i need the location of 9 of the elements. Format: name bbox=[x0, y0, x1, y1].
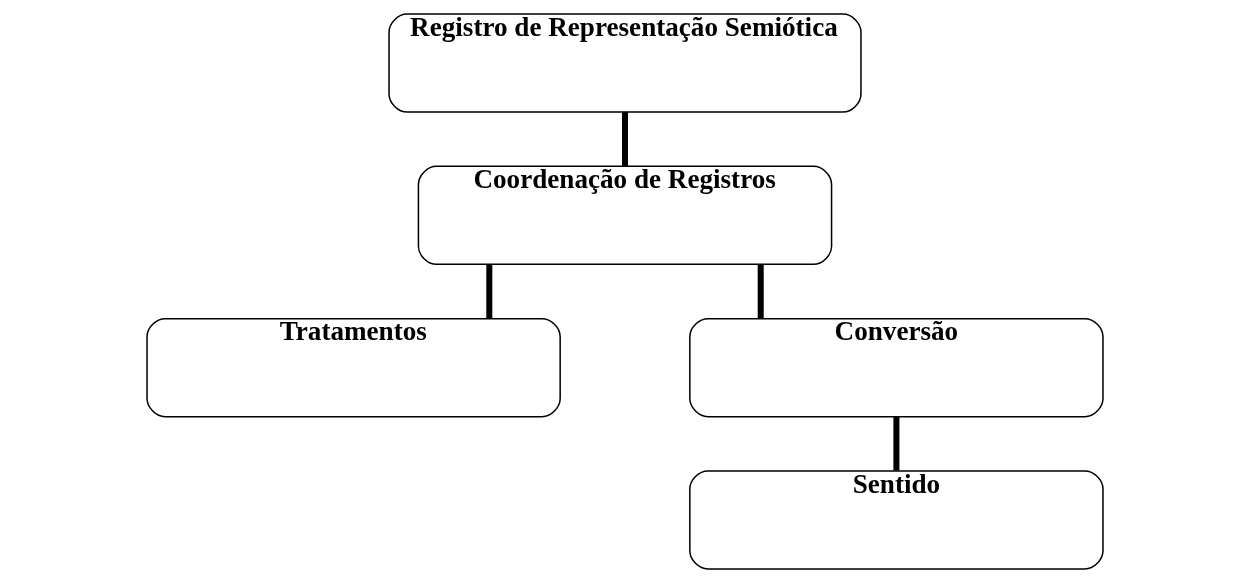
node-box: Registro de Representação Semiótica bbox=[387, 13, 862, 113]
node-box: Sentido bbox=[688, 470, 1104, 570]
connector bbox=[621, 112, 628, 166]
connector bbox=[485, 264, 492, 319]
node-box: Conversão bbox=[688, 317, 1104, 418]
connector bbox=[892, 416, 899, 471]
node-box: Coordenação de Registros bbox=[417, 165, 832, 266]
connector bbox=[757, 264, 764, 319]
node-box: Tratamentos bbox=[145, 317, 561, 418]
